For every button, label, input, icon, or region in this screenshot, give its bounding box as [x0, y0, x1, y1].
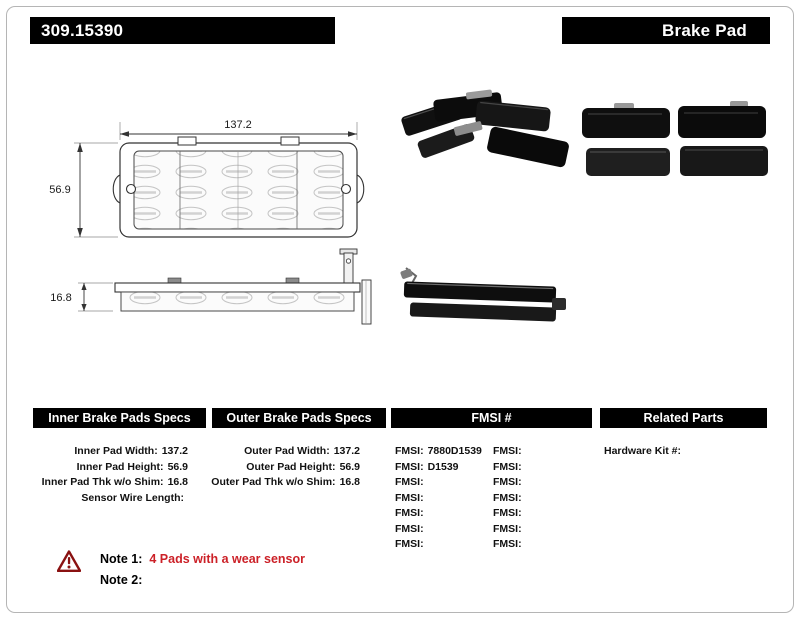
part-number-bar: 309.15390 [30, 17, 335, 44]
spec-value: 16.8 [167, 476, 188, 488]
fmsi-label: FMSI: [395, 445, 424, 457]
notes-section: Note 1: 4 Pads with a wear sensor Note 2… [57, 548, 305, 590]
related-row: Hardware Kit #: [600, 445, 767, 457]
product-photo-pad-set [582, 101, 768, 176]
dimension-height: 56.9 [49, 142, 118, 238]
related-label: Hardware Kit #: [604, 445, 682, 457]
fmsi-row: FMSI: [395, 538, 491, 550]
header-gap [335, 17, 562, 44]
spec-label: Outer Pad Height: [246, 460, 336, 473]
spec-value: 56.9 [167, 460, 188, 473]
fmsi-row: FMSI: [395, 523, 491, 535]
pad-front-view [112, 136, 365, 238]
fmsi-row: FMSI: [493, 492, 592, 504]
product-photo-pads-loose [401, 89, 569, 168]
product-title-bar: Brake Pad [562, 17, 770, 44]
fmsi-label: FMSI: [395, 507, 424, 519]
fmsi-label: FMSI: [493, 538, 522, 550]
fmsi-header: FMSI # [391, 408, 592, 428]
fmsi-column: FMSI # FMSI: 7880D1539 FMSI: D1539 FMSI: [391, 408, 592, 550]
fmsi-label: FMSI: [395, 538, 424, 550]
fmsi-label: FMSI: [493, 491, 522, 504]
note-1-text: 4 Pads with a wear sensor [149, 551, 305, 566]
fmsi-value: D1539 [427, 460, 459, 473]
spec-row: Inner Pad Height: 56.9 [33, 461, 206, 473]
fmsi-left-list: FMSI: 7880D1539 FMSI: D1539 FMSI: FMSI: [391, 445, 491, 550]
fmsi-label: FMSI: [395, 491, 424, 504]
product-photo-pad-edge [400, 267, 566, 322]
fmsi-label: FMSI: [395, 460, 424, 473]
fmsi-row: FMSI: [493, 445, 592, 457]
fmsi-label: FMSI: [493, 460, 522, 473]
spec-row: Inner Pad Width: 137.2 [33, 445, 206, 457]
fmsi-label: FMSI: [493, 507, 522, 519]
note-lines: Note 1: 4 Pads with a wear sensor Note 2… [100, 548, 305, 590]
related-parts-column: Related Parts Hardware Kit #: [600, 408, 767, 550]
fmsi-label: FMSI: [493, 476, 522, 488]
spec-label: Inner Pad Width: [74, 445, 158, 457]
header-bar: 309.15390 Brake Pad [30, 17, 770, 44]
fmsi-row: FMSI: D1539 [395, 461, 491, 473]
dim-thickness-label: 16.8 [50, 292, 71, 304]
spec-value: 137.2 [161, 445, 188, 457]
fmsi-label: FMSI: [395, 522, 424, 535]
dimension-width: 137.2 [119, 119, 358, 140]
fmsi-label: FMSI: [493, 445, 522, 457]
part-number: 309.15390 [41, 20, 124, 40]
outer-specs-column: Outer Brake Pads Specs Outer Pad Width: … [211, 408, 386, 550]
spec-row: Outer Pad Width: 137.2 [212, 445, 386, 457]
spec-label: Outer Pad Width: [244, 445, 330, 457]
fmsi-label: FMSI: [493, 522, 522, 535]
fmsi-right-list: FMSI: FMSI: FMSI: FMSI: [491, 445, 592, 550]
inner-specs-column: Inner Brake Pads Specs Inner Pad Width: … [33, 408, 206, 550]
note-1: Note 1: 4 Pads with a wear sensor [100, 548, 305, 569]
fmsi-row: FMSI: [493, 476, 592, 488]
spec-label: Inner Pad Thk w/o Shim: [41, 476, 164, 488]
note-2: Note 2: [100, 569, 305, 590]
dim-height-label: 56.9 [49, 184, 70, 196]
spec-row: Outer Pad Height: 56.9 [212, 461, 386, 473]
fmsi-value: 7880D1539 [427, 445, 482, 457]
fmsi-row: FMSI: [493, 461, 592, 473]
related-parts-header: Related Parts [600, 408, 767, 428]
spec-value: 16.8 [339, 476, 360, 488]
fmsi-row: FMSI: [395, 492, 491, 504]
fmsi-row: FMSI: [493, 523, 592, 535]
product-title: Brake Pad [662, 20, 747, 40]
spec-label: Outer Pad Thk w/o Shim: [211, 476, 336, 488]
note-2-label: Note 2: [100, 572, 143, 587]
technical-drawing: 137.2 56.9 [49, 89, 768, 325]
spec-tables: Inner Brake Pads Specs Inner Pad Width: … [33, 408, 767, 550]
spec-row: Inner Pad Thk w/o Shim: 16.8 [33, 476, 206, 488]
note-1-label: Note 1: [100, 551, 143, 566]
fmsi-row: FMSI: [493, 538, 592, 550]
spec-value: 137.2 [333, 445, 360, 457]
spec-label: Inner Pad Height: [76, 460, 164, 473]
dimension-thickness: 16.8 [50, 282, 113, 312]
outer-specs-header: Outer Brake Pads Specs [212, 408, 386, 428]
spec-value: 56.9 [339, 460, 360, 473]
fmsi-row: FMSI: [395, 507, 491, 519]
dim-width-label: 137.2 [224, 119, 252, 131]
spec-label: Sensor Wire Length: [81, 491, 184, 504]
spec-row: Sensor Wire Length: [33, 492, 206, 504]
pad-side-view [114, 248, 372, 325]
fmsi-label: FMSI: [395, 476, 424, 488]
spec-row: Outer Pad Thk w/o Shim: 16.8 [211, 476, 386, 488]
warning-triangle-icon [57, 550, 81, 572]
inner-specs-header: Inner Brake Pads Specs [33, 408, 206, 428]
fmsi-row: FMSI: [493, 507, 592, 519]
fmsi-row: FMSI: 7880D1539 [395, 445, 491, 457]
fmsi-row: FMSI: [395, 476, 491, 488]
